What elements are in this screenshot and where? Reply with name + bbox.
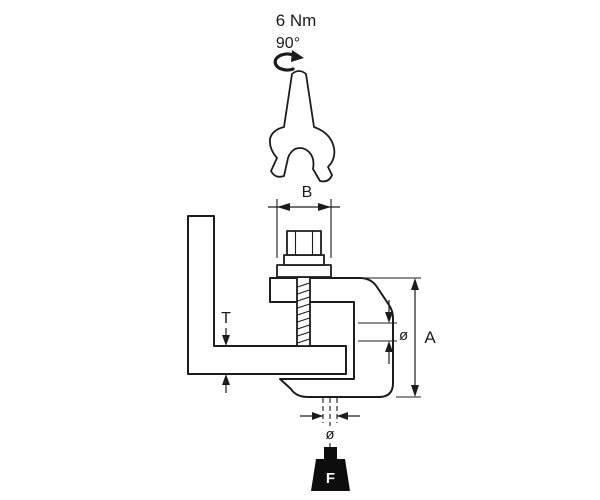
rotation-arrow-icon	[273, 50, 304, 72]
force-label: F	[326, 470, 335, 487]
washer-lower	[276, 264, 332, 278]
dimension-diameter-side-label: ø	[399, 327, 408, 344]
dimension-a-label: A	[424, 328, 436, 347]
hex-head	[286, 230, 322, 256]
load-weight-icon: F	[311, 447, 350, 491]
wrench-icon	[268, 70, 336, 183]
beam-flange-profile	[187, 215, 347, 375]
dimension-diameter-bottom-label: ø	[325, 426, 334, 443]
dimension-t-label: T	[221, 310, 231, 327]
clamp-body	[269, 277, 394, 398]
rotation-angle-label: 90°	[276, 35, 300, 52]
dimension-diameter-side: ø	[358, 300, 408, 364]
torque-label: 6 Nm	[276, 11, 317, 30]
dimension-a: A	[364, 277, 436, 398]
clamp-bolt	[276, 230, 332, 347]
dimension-diameter-bottom: ø	[300, 398, 360, 447]
dimension-b: B	[268, 184, 340, 258]
thread-hatching	[297, 282, 310, 344]
dimension-b-label: B	[302, 184, 313, 201]
washer-upper	[283, 254, 325, 266]
dimension-t: T	[221, 310, 231, 393]
